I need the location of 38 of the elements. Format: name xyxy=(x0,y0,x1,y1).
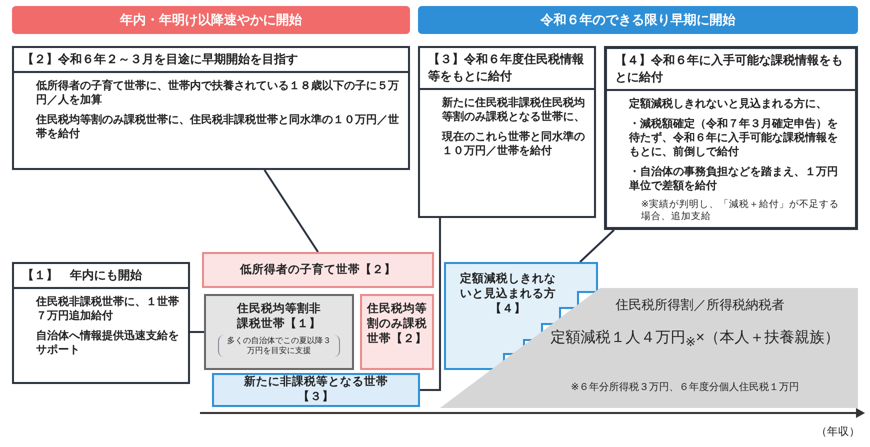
note-text: 多くの自治体でこの夏以降３万円を目安に支援 xyxy=(218,335,340,357)
staircase-label: 定額減税しきれないと見込まれる方【４】 xyxy=(458,272,557,317)
phase-banner: 年内・年明け以降速やかに開始 xyxy=(12,6,410,34)
description-text: 自治体へ情報提供迅速支給をサポート xyxy=(35,328,180,357)
household-band xyxy=(202,252,434,288)
leader-line xyxy=(190,331,204,333)
box-heading: 【２】令和６年２～３月を目途に早期開始を目指す xyxy=(14,48,408,73)
description-text: 住民税非課税世帯に、１世帯７万円追加給付 xyxy=(34,294,180,323)
leader-line xyxy=(579,229,615,263)
description-text: 定額減税しきれないと見込まれる方に、 xyxy=(628,96,828,111)
description-text: 現在のこれら世帯と同水準の１０万円／世帯を給付 xyxy=(440,130,586,158)
axis-label: （年収） xyxy=(816,425,860,439)
description-text: 低所得者の子育て世帯に、世帯内で扶養されている１８歳以下の子に５万円／人を加算 xyxy=(34,78,400,107)
box-heading: 【１】 年内にも開始 xyxy=(14,264,188,289)
description-text: ・自治体の事務負担などを踏まえ、１万円単位で差額を給付 xyxy=(628,164,839,193)
info-box xyxy=(12,262,190,384)
household-band xyxy=(212,373,420,407)
slope-text: 定額減税１人４万円$_{※}$×（本人＋扶養親族） xyxy=(550,328,840,351)
footnote-text: ※実績が判明し、「減税＋給付」が不足する場合、追加支給 xyxy=(640,198,840,223)
household-band xyxy=(204,294,354,370)
info-box xyxy=(604,46,858,230)
band-label: 住民税均等割のみ課税世帯【２】 xyxy=(366,302,428,347)
box-heading: 【３】令和６年度住民税情報等をもとに給付 xyxy=(420,48,594,90)
info-box xyxy=(12,46,410,170)
slope-text: 住民税所得割／所得税納税者 xyxy=(614,296,786,314)
description-text: 住民税均等割のみ課税世帯に、住民税非課税世帯と同水準の１０万円／世帯を給付 xyxy=(34,112,400,141)
leader-line xyxy=(420,218,441,391)
leader-line xyxy=(264,169,319,253)
description-text: 新たに住民税非課税住民税均等割のみ課税となる世帯に、 xyxy=(441,96,586,124)
band-label: 低所得者の子育て世帯【２】 xyxy=(240,262,396,278)
info-box xyxy=(418,46,596,218)
band-label: 新たに非課税等となる世帯【３】 xyxy=(243,375,389,405)
description-text: ・減税額確定（令和７年３月確定申告）を待たず、令和６年に入手可能な課税情報をもとに、前倒しで給付 xyxy=(628,116,839,159)
box-heading: 【４】令和６年に入手可能な課税情報をもとに給付 xyxy=(607,49,855,91)
footnote-text: ※６年分所得税３万円、６年度分個人住民税１万円 xyxy=(570,380,800,395)
phase-banner: 令和６年のできる限り早期に開始 xyxy=(418,6,858,34)
band-label: 住民税均等割非課税世帯【１】 xyxy=(237,302,321,332)
household-band xyxy=(360,294,434,370)
